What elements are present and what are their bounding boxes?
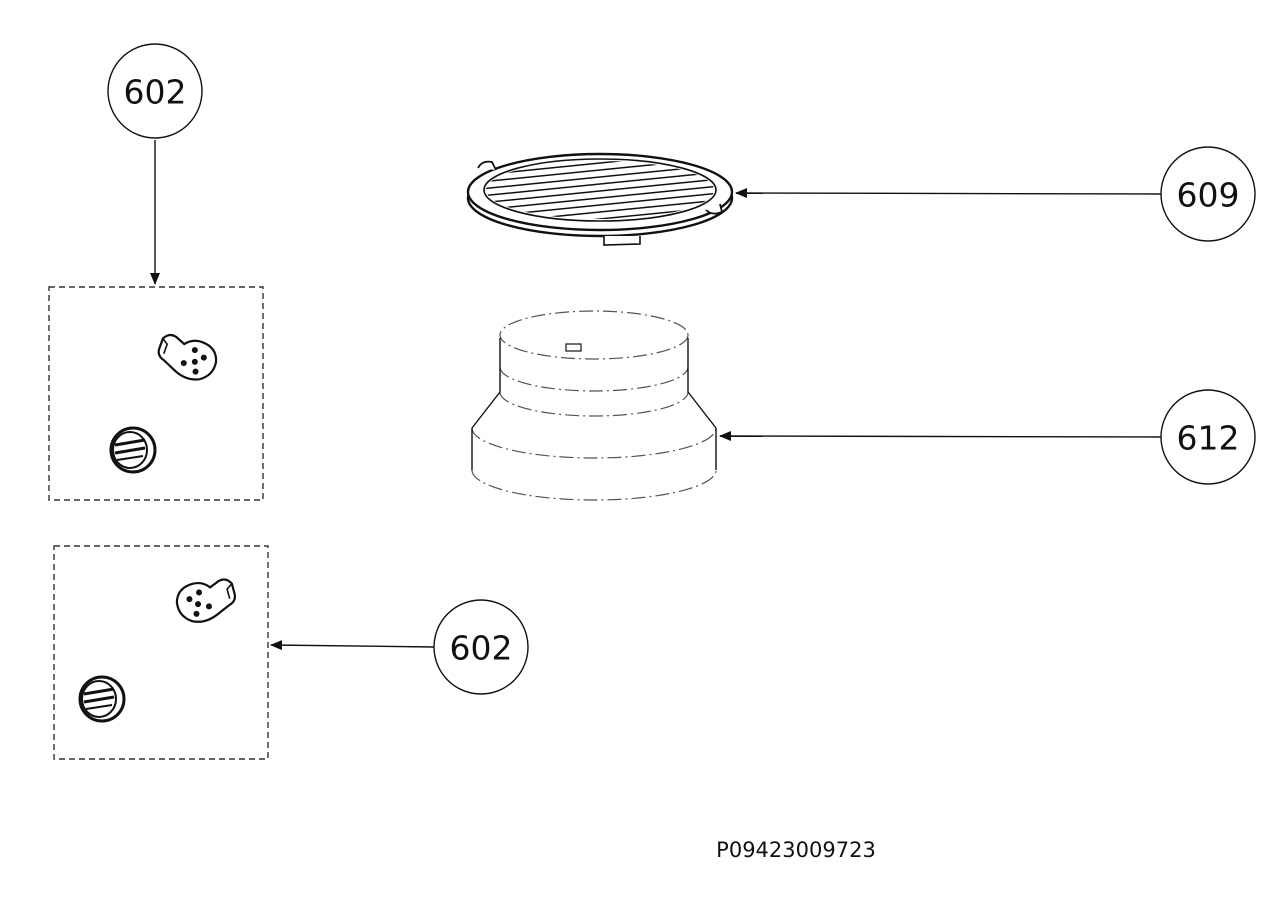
- callout-602-top-label: 602: [124, 73, 187, 112]
- callout-609: 609: [1160, 146, 1256, 242]
- hinge-clip-icon: [157, 333, 218, 381]
- knob-cap-icon: [78, 675, 126, 723]
- drawing-code: P09423009723: [716, 838, 876, 862]
- part-group-box-bottom: [53, 545, 269, 760]
- callout-612-label: 612: [1177, 419, 1240, 458]
- leader-line-612: [719, 431, 1163, 442]
- callout-602-bottom-label: 602: [450, 629, 513, 668]
- leader-line-602-bottom: [270, 640, 435, 651]
- callout-612: 612: [1160, 389, 1256, 485]
- callout-602-bottom: 602: [433, 599, 529, 695]
- duct-reducer-icon: [471, 310, 717, 501]
- hinge-clip-icon: [175, 578, 237, 623]
- callout-609-label: 609: [1177, 176, 1240, 215]
- callout-602-top: 602: [107, 43, 203, 139]
- leader-line-609: [735, 188, 1163, 199]
- part-group-box-top: [48, 286, 264, 501]
- knob-cap-icon: [109, 426, 157, 474]
- round-grille-icon: [466, 152, 734, 246]
